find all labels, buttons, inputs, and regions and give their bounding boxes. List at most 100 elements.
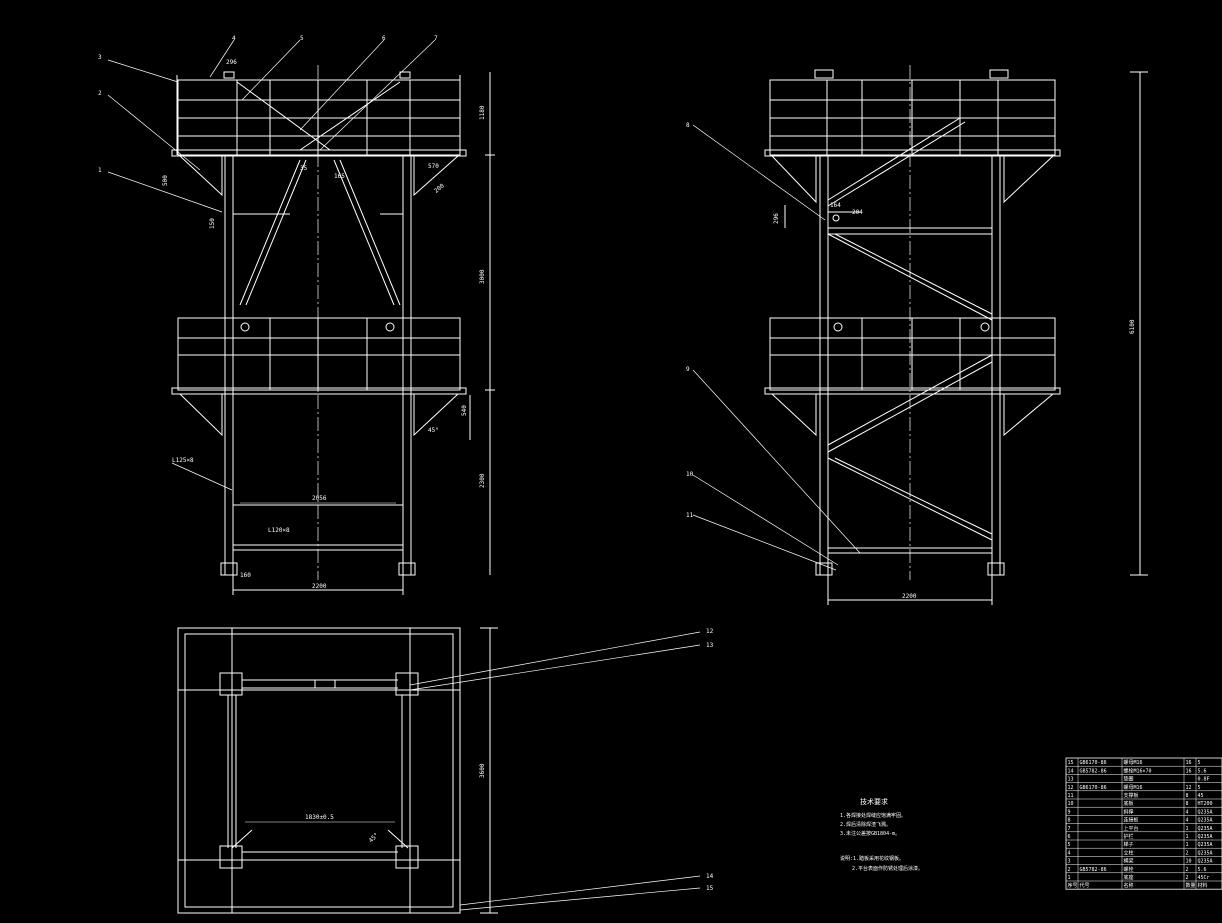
dim-165: 165 [334, 173, 345, 180]
callout-15: 15 [706, 885, 714, 892]
callout-7: 7 [434, 35, 438, 42]
bom-header-cell: 名称 [1124, 882, 1134, 889]
notes-extra-1: 说明:1.踏板采用花纹钢板。 [840, 855, 904, 862]
bom-cell: 8 [1068, 818, 1071, 824]
dim-150: 150 [209, 218, 216, 229]
bom-cell: 8 [1186, 801, 1189, 807]
bom-cell: 4 [1186, 809, 1189, 815]
side-elevation-view [692, 65, 1148, 605]
bom-cell: GB5782-86 [1080, 768, 1107, 774]
bom-cell: 上平台 [1124, 825, 1139, 832]
notes-line-1: 1.各焊接处焊缝应饱满牢固。 [840, 812, 906, 819]
callout-13: 13 [706, 642, 714, 649]
bom-cell: 4 [1068, 850, 1071, 856]
bom-cell: 2 [1186, 875, 1189, 881]
bom-cell: 立柱 [1124, 849, 1134, 856]
callout-10: 10 [686, 471, 694, 478]
bom-cell: 5 [1068, 842, 1071, 848]
bom-cell: 3 [1068, 859, 1071, 865]
dim-45-plan: 45° [368, 832, 381, 845]
bom-cell: GB6170-86 [1080, 760, 1107, 766]
dim-3000: 3000 [479, 269, 486, 284]
side-view-dimensions: 6100 2200 296 164 204 [773, 202, 1136, 600]
angle-45: 45° [428, 427, 439, 434]
callout-9: 9 [686, 366, 690, 373]
dim-1180: 1180 [479, 105, 486, 120]
bom-cell: 螺母M16 [1124, 759, 1143, 766]
bom-cell: Q235A [1198, 842, 1213, 848]
callout-4: 4 [232, 35, 236, 42]
bom-cell: Q235A [1198, 859, 1213, 865]
bom-cell: GB5782-86 [1080, 867, 1107, 873]
bom-cell: 垫圈 [1124, 776, 1134, 783]
bom-cell: 10 [1068, 801, 1074, 807]
bom-cell: Q235A [1198, 809, 1213, 815]
notes-line-2: 2.焊后清除焊渣飞溅。 [840, 821, 891, 828]
bom-cell: 9 [1068, 809, 1071, 815]
bom-cell: 7 [1068, 826, 1071, 832]
dim-164: 164 [830, 202, 841, 209]
callout-14: 14 [706, 873, 714, 880]
bom-cell: 45Cr [1198, 875, 1210, 881]
callout-11: 11 [686, 512, 694, 519]
bom-cell: 5 [1198, 760, 1201, 766]
bom-cell: 螺栓 [1124, 866, 1134, 873]
bom-cell: 16 [1186, 768, 1192, 774]
bom-cell: 支撑板 [1124, 792, 1139, 799]
dim-500: 500 [162, 175, 169, 186]
bom-cell: 2 [1068, 867, 1071, 873]
dim-6100: 6100 [1129, 319, 1136, 334]
bom-cell: 梯子 [1124, 841, 1134, 848]
bom-cell: 11 [1068, 793, 1074, 799]
bom-cell: 8 [1186, 793, 1189, 799]
bom-header-cell: 序号 [1068, 882, 1078, 889]
front-view-callouts: 1 2 3 4 5 6 7 [98, 35, 438, 174]
bom-cell: Q235A [1198, 850, 1213, 856]
bom-cell: GB6170-86 [1080, 785, 1107, 791]
bom-cell: Q235A [1198, 826, 1213, 832]
bom-cell: 1 [1186, 842, 1189, 848]
notes-line-3: 3.未注公差按GB1804-m。 [840, 830, 900, 837]
bom-cell: 2 [1186, 850, 1189, 856]
bom-cell: 螺母M16 [1124, 784, 1143, 791]
dim-3600: 3600 [479, 763, 486, 778]
bom-header-cell: 代号 [1080, 882, 1090, 889]
bom-cell: 5.6 [1198, 768, 1207, 774]
bom-cell: 14 [1068, 768, 1074, 774]
dim-200: 200 [433, 182, 446, 195]
dim-296: 296 [226, 59, 237, 66]
front-elevation-view [107, 39, 495, 595]
bom-cell: 底板 [1124, 800, 1134, 807]
member-label-lower: L120×8 [268, 527, 290, 534]
bom-cell: 45 [1198, 793, 1204, 799]
side-view-callouts: 8 9 10 11 [686, 122, 694, 519]
dim-296-side: 296 [773, 213, 780, 224]
dim-160: 160 [240, 572, 251, 579]
bom-cell: HT200 [1198, 801, 1213, 807]
dim-2200: 2200 [312, 583, 327, 590]
bom-cell: 15 [1068, 760, 1074, 766]
member-label-upper: L125×8 [172, 457, 194, 464]
dim-570: 570 [428, 163, 439, 170]
bom-cell: 5 [1198, 785, 1201, 791]
callout-12: 12 [706, 628, 714, 635]
technical-notes: 技术要求 1.各焊接处焊缝应饱满牢固。 2.焊后清除焊渣飞溅。 3.未注公差按G… [840, 797, 923, 872]
dim-204: 204 [852, 209, 863, 216]
bom-cell: Q235A [1198, 834, 1213, 840]
bom-cell: 1 [1186, 826, 1189, 832]
bom-cell: 1 [1068, 875, 1071, 881]
dim-2056: 2056 [312, 495, 327, 502]
callout-6: 6 [382, 35, 386, 42]
bom-cell: 斜撑 [1124, 808, 1134, 815]
bom-cell: 12 [1186, 785, 1192, 791]
bom-cell: 螺栓M16×70 [1124, 767, 1152, 774]
bom-header-cell: 数量 [1186, 882, 1196, 889]
dim-1830: 1830±0.5 [305, 814, 334, 821]
notes-title: 技术要求 [860, 797, 888, 806]
bom-cell: 连接板 [1124, 817, 1139, 824]
dim-2300: 2300 [479, 473, 486, 488]
bom-cell: 16 [1186, 760, 1192, 766]
bom-cell: 13 [1068, 777, 1074, 783]
plan-view-dimensions: 1830±0.5 3600 45° [305, 763, 486, 844]
